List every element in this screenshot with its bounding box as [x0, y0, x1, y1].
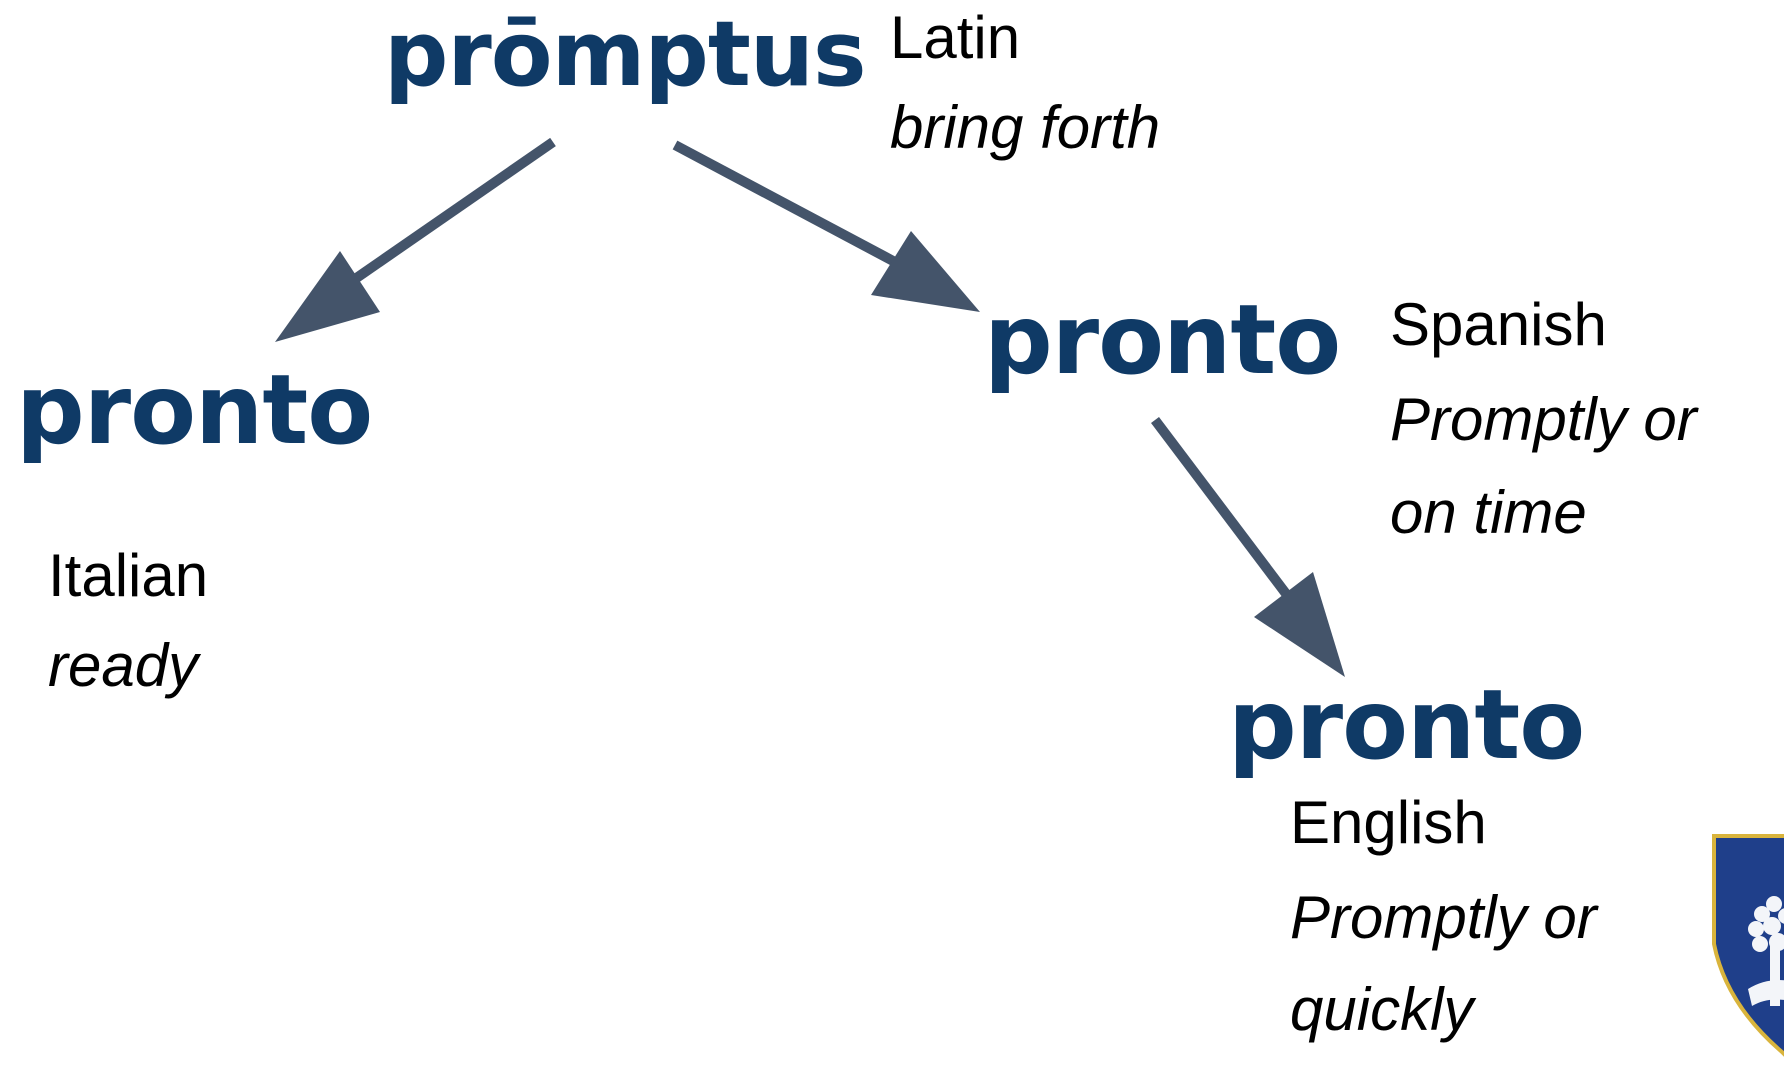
etymology-arrows — [275, 137, 1345, 677]
spanish-word: pronto — [984, 284, 1341, 396]
latin-meaning: bring forth — [890, 94, 1161, 161]
spanish-language-label: Spanish — [1390, 291, 1607, 358]
latin-word: prōmptus — [384, 2, 867, 107]
school-crest-icon — [1712, 834, 1784, 1057]
spanish-meaning-line1: Promptly or — [1390, 386, 1697, 453]
english-language-label: English — [1290, 789, 1487, 856]
arrow-latin-to-italian — [275, 137, 556, 342]
english-meaning-line2: quickly — [1290, 976, 1474, 1043]
italian-language-label: Italian — [48, 542, 209, 609]
arrow-latin-to-spanish — [672, 140, 980, 312]
english-meaning-line1: Promptly or — [1290, 884, 1597, 951]
latin-language-label: Latin — [890, 4, 1021, 71]
italian-meaning: ready — [48, 632, 199, 699]
arrow-spanish-to-english — [1151, 416, 1345, 677]
italian-word: pronto — [16, 354, 373, 466]
english-word: pronto — [1228, 669, 1585, 781]
spanish-meaning-line2: on time — [1390, 479, 1587, 546]
